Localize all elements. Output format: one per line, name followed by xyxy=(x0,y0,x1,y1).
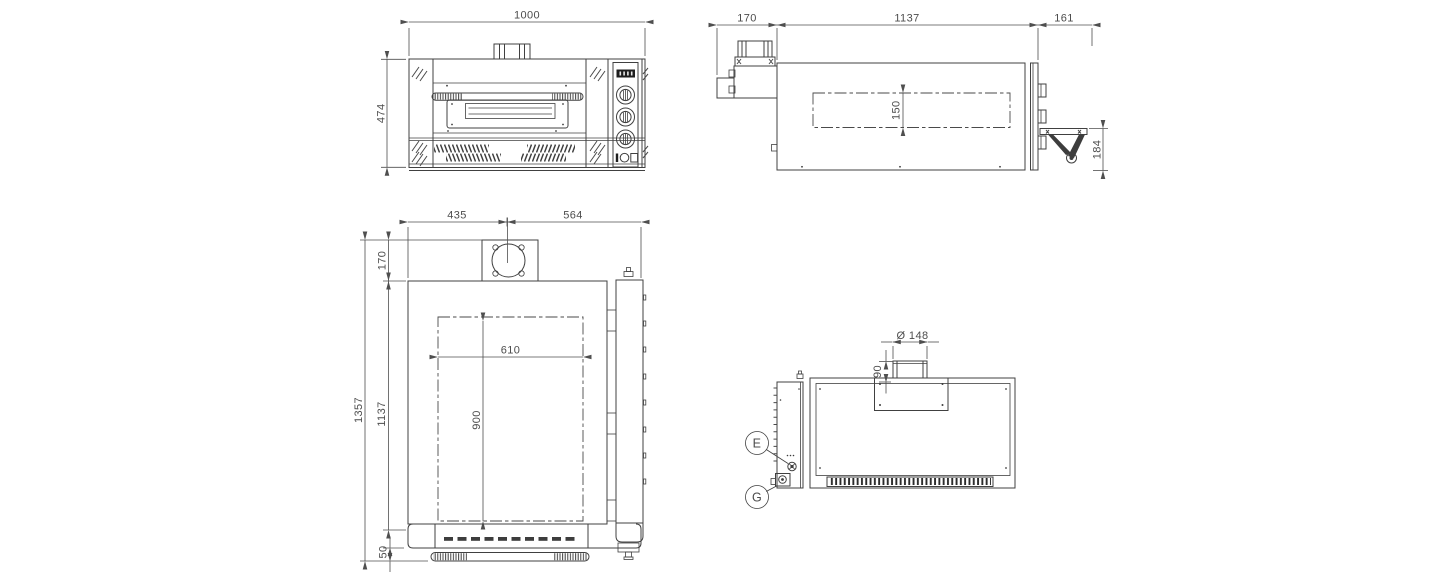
dim-side-chimney-depth: 170 xyxy=(737,13,757,25)
plan-chamber-box: 610 900 xyxy=(429,312,592,530)
thermostat-knob-3 xyxy=(616,129,635,149)
dim-side-handle-height: 184 xyxy=(1092,140,1104,160)
rear-vent-grille xyxy=(826,476,994,487)
plan-door-front xyxy=(407,523,642,562)
dim-plan-chimney-depth: 170 xyxy=(377,251,389,271)
front-bend-hatches xyxy=(411,66,649,167)
dim-front-width: 1000 xyxy=(514,10,540,22)
rear-panel-edge-ticks xyxy=(773,387,777,462)
plan-side-panel xyxy=(606,267,647,560)
dim-front-height: 474 xyxy=(376,104,388,124)
dim-plan-overall-depth: 1357 xyxy=(353,397,365,423)
side-chimney-hood xyxy=(716,40,778,99)
plan-body-outline xyxy=(407,217,608,525)
plan-view: 610 900 xyxy=(353,210,650,572)
thermostat-knob-2 xyxy=(616,107,635,127)
gas-connection xyxy=(770,473,791,487)
callout-electric: E xyxy=(745,431,789,464)
plan-dim-top: 435 564 xyxy=(399,210,650,278)
side-oven-outline xyxy=(776,62,1039,171)
rear-view: Ø 148 90 E G xyxy=(745,330,1016,509)
dim-plan-handle-clearance: 50 xyxy=(378,545,390,558)
rear-dim-flue-offset: 90 xyxy=(872,350,893,394)
dim-plan-chamber-depth: 900 xyxy=(471,410,483,430)
callout-electric-label: E xyxy=(753,437,762,451)
front-flue-stub xyxy=(493,43,531,60)
electric-connection xyxy=(786,454,797,472)
dim-side-chamber-height: 150 xyxy=(891,100,903,120)
plan-door-handle xyxy=(430,552,590,562)
dim-rear-flue-offset: 90 xyxy=(872,365,884,378)
callout-gas-label: G xyxy=(752,491,762,505)
plan-dim-left: 170 1137 1357 50 xyxy=(353,231,482,572)
plan-panel-drain xyxy=(617,542,640,560)
side-base-screws xyxy=(771,144,1001,168)
dim-plan-flue-to-rear: 564 xyxy=(563,210,583,222)
side-view: 150 xyxy=(708,13,1108,179)
side-dim-handle-height: 184 xyxy=(1089,120,1108,179)
side-knob-stubs xyxy=(1037,83,1047,150)
callout-gas: G xyxy=(745,485,778,509)
panel-switch-indicators xyxy=(615,152,639,163)
rear-flue-stub xyxy=(874,360,949,411)
plan-panel-edge-ticks xyxy=(643,294,647,485)
front-control-panel xyxy=(612,62,639,168)
panel-display xyxy=(616,69,635,78)
rear-dim-flue-diameter: Ø 148 xyxy=(881,330,939,359)
side-chamber-centerline-box: 150 xyxy=(812,84,1011,136)
dim-plan-flue-offset: 435 xyxy=(447,210,467,222)
front-oven-outline xyxy=(408,43,646,171)
front-door-handle xyxy=(431,92,584,101)
side-dim-chain: 170 1137 161 xyxy=(708,13,1101,75)
dim-plan-body-depth: 1137 xyxy=(376,401,388,426)
front-view: 1000 474 xyxy=(376,10,654,176)
front-oven-door xyxy=(446,99,569,129)
thermostat-knob-1 xyxy=(616,85,635,105)
rear-body-outline xyxy=(809,377,1016,489)
dim-side-body-depth: 1137 xyxy=(894,13,919,25)
front-vent-slots xyxy=(434,144,575,162)
rear-service-panel xyxy=(770,370,804,489)
dim-plan-chamber-width: 610 xyxy=(501,345,521,357)
rear-body-screws xyxy=(819,388,1007,469)
front-dim-width: 1000 xyxy=(400,10,654,56)
front-dim-height: 474 xyxy=(376,50,406,176)
dim-side-handle-depth: 161 xyxy=(1054,13,1074,25)
plan-door-vent-dashes xyxy=(444,537,575,541)
side-handle-bracket xyxy=(1039,128,1088,164)
front-panel-screws xyxy=(446,84,567,132)
dim-rear-flue-diameter: Ø 148 xyxy=(897,330,929,342)
